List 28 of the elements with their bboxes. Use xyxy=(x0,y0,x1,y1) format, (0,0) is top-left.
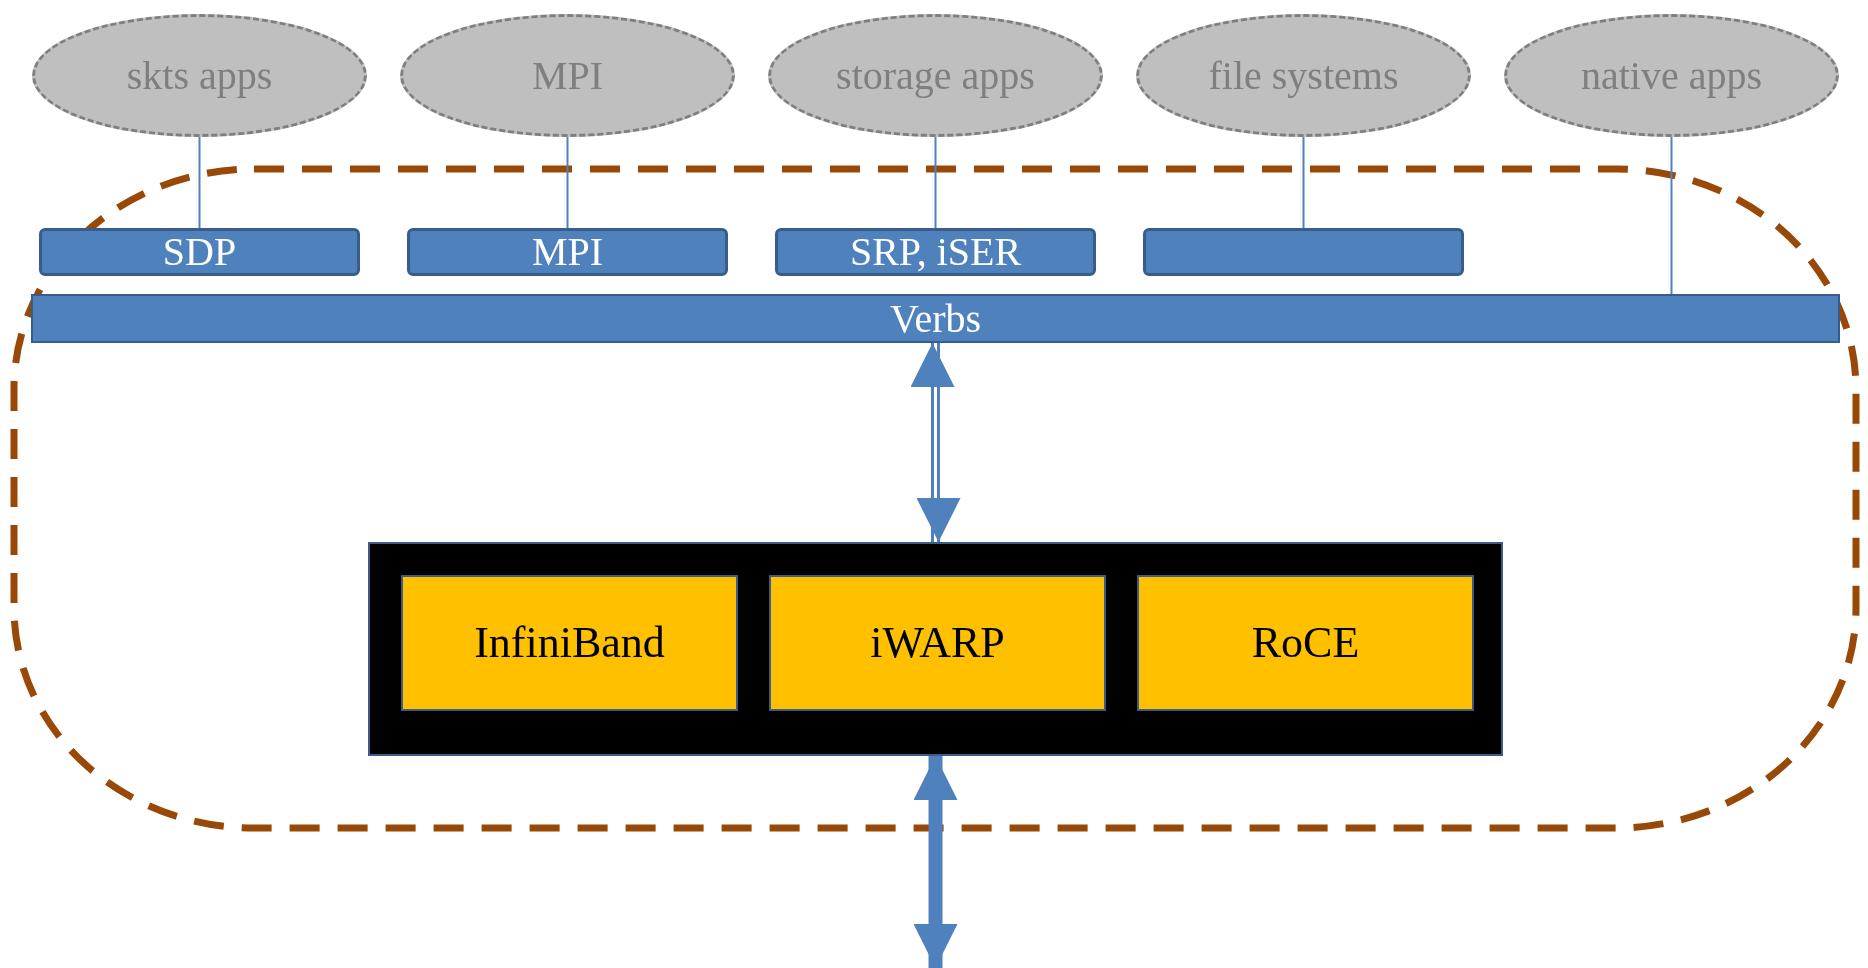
node-label: iWARP xyxy=(869,621,1006,665)
node-label: SRP, iSER xyxy=(848,232,1023,272)
node-label: file systems xyxy=(1207,51,1400,100)
node-label: MPI xyxy=(530,232,605,272)
double-arrow xyxy=(910,341,961,544)
node-label: storage apps xyxy=(835,51,1036,100)
node-label: Verbs xyxy=(888,298,983,339)
node-label: InfiniBand xyxy=(473,621,666,665)
node-label: SDP xyxy=(161,232,238,272)
node-label: skts apps xyxy=(125,51,274,100)
arrow xyxy=(913,756,958,968)
protocol-box xyxy=(39,228,360,276)
protocol-box xyxy=(407,228,728,276)
connector-line xyxy=(566,136,569,229)
connector-line xyxy=(1302,136,1305,229)
protocol-box xyxy=(1143,228,1464,276)
transport-container xyxy=(368,542,1503,756)
transport-box xyxy=(401,575,738,711)
connector-line xyxy=(198,136,201,229)
node-label: RoCE xyxy=(1250,621,1361,665)
protocol-box xyxy=(775,228,1096,276)
transport-box xyxy=(769,575,1106,711)
connector-line xyxy=(1670,136,1673,295)
transport-box xyxy=(1137,575,1474,711)
verbs-bar xyxy=(31,294,1840,343)
node-label: native apps xyxy=(1579,51,1764,100)
node-label: MPI xyxy=(530,51,605,100)
connector-line xyxy=(934,136,937,229)
